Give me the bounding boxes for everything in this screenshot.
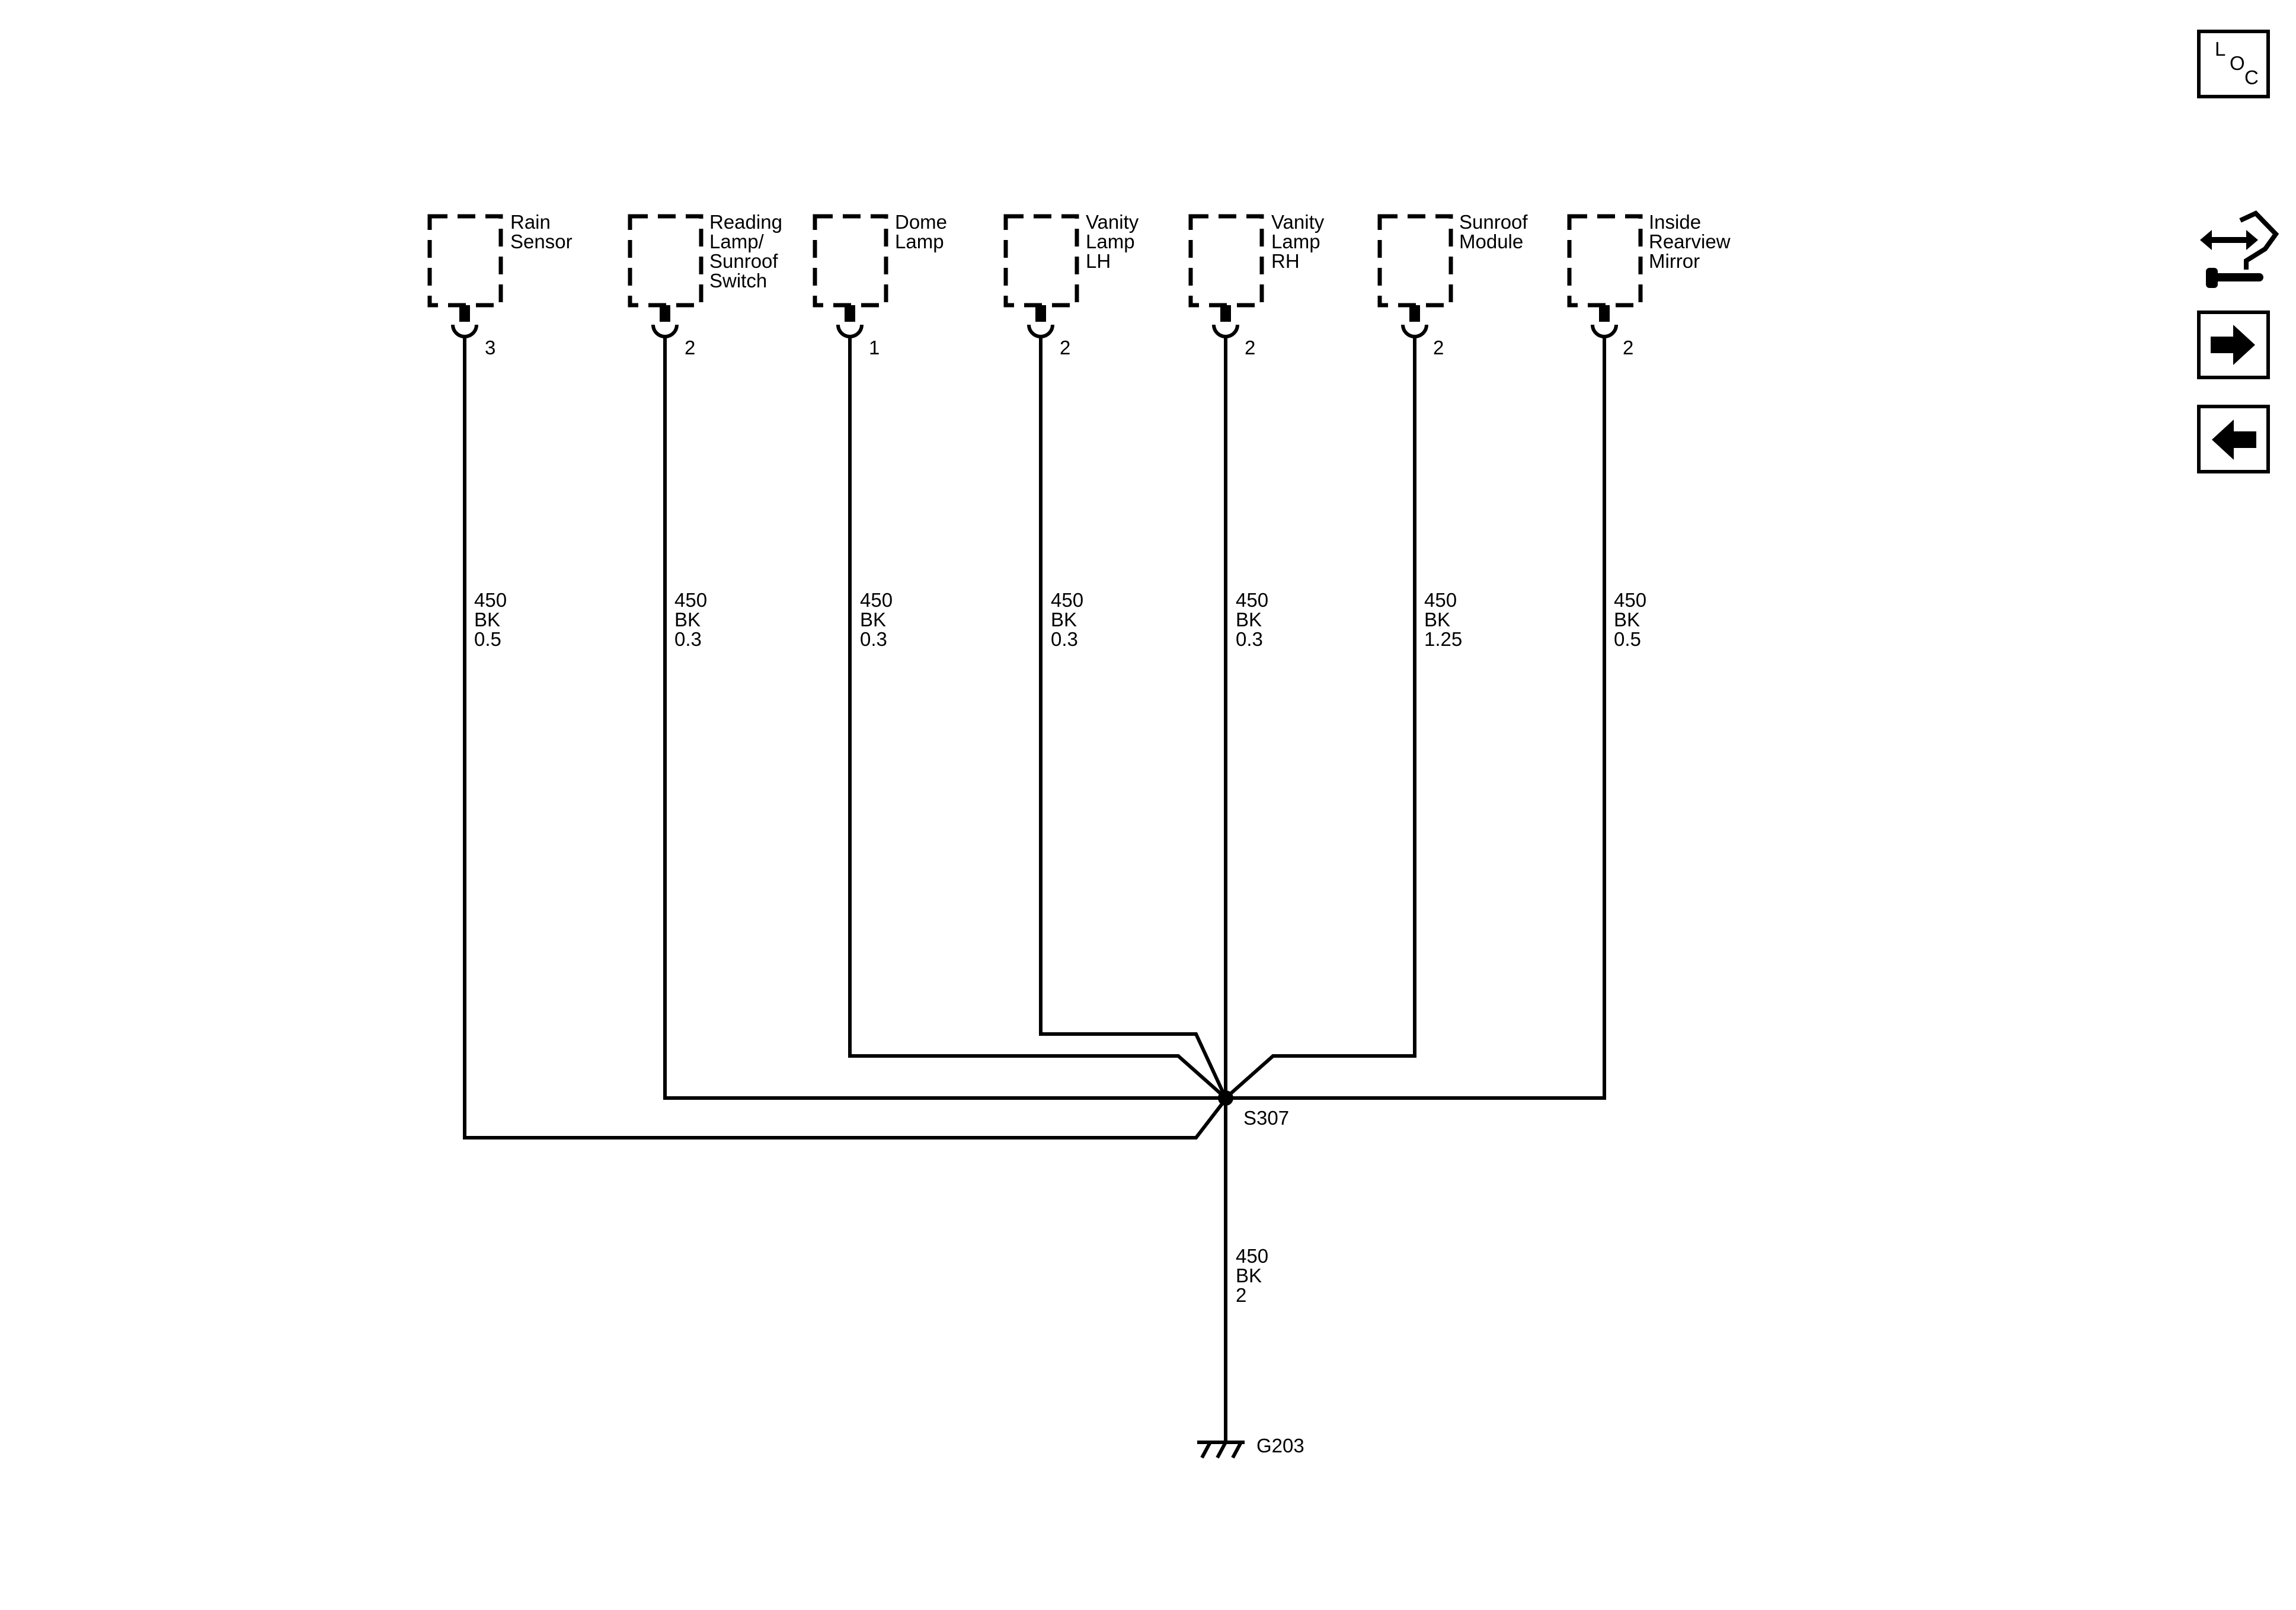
connector-stub — [1599, 305, 1610, 322]
pin-number: 2 — [1245, 337, 1255, 359]
pin-number: 2 — [685, 337, 695, 359]
component-label: Vanity Lamp RH — [1271, 211, 1329, 272]
wire-label: 450 BK 0.5 — [1614, 589, 1652, 650]
svg-text:L: L — [2215, 38, 2225, 60]
splice-label: S307 — [1243, 1107, 1289, 1129]
arrow-right-icon — [2211, 325, 2255, 365]
connector-stub — [845, 305, 855, 322]
connector-cup-icon — [1401, 324, 1428, 338]
connector-stub — [1220, 305, 1231, 322]
ground-icon — [1197, 1441, 1245, 1459]
wire-vanity-lamp-lh — [1039, 337, 1227, 1099]
connector-cup-icon — [836, 324, 864, 338]
pin-number: 3 — [485, 337, 495, 359]
component-label: Reading Lamp/ Sunroof Switch — [709, 211, 788, 292]
ground-label: G203 — [1256, 1435, 1304, 1457]
connector-cup-icon — [1212, 324, 1239, 338]
wire-label: 450 BK 0.3 — [674, 589, 712, 650]
component-label: Inside Rearview Mirror — [1649, 211, 1736, 272]
component-vanity-lamp-rh: Vanity Lamp RH 2 450 BK 0.3 — [1188, 211, 1329, 650]
component-vanity-lamp-lh: Vanity Lamp LH 2 450 BK 0.3 — [1003, 211, 1144, 650]
pin-number: 2 — [1060, 337, 1070, 359]
connector-stub — [459, 305, 470, 322]
wire-rain-sensor — [463, 337, 1227, 1140]
prev-page-button[interactable] — [2197, 405, 2270, 473]
wire-label: 450 BK 0.3 — [1051, 589, 1089, 650]
component-dome-lamp: Dome Lamp 1 450 BK 0.3 — [813, 211, 952, 650]
pin-number: 2 — [1433, 337, 1444, 359]
component-box — [813, 214, 888, 308]
wire-label: 450 BK 0.3 — [860, 589, 898, 650]
component-box — [1188, 214, 1264, 308]
svg-text:O: O — [2230, 52, 2245, 74]
arrow-left-icon — [2212, 420, 2256, 460]
ground-wire-label: 450 BK 2 — [1236, 1245, 1274, 1306]
component-box — [427, 214, 503, 308]
component-box — [1003, 214, 1079, 308]
connector-stub — [1035, 305, 1046, 322]
connector-cup-icon — [1591, 324, 1618, 338]
component-inside-rearview-mirror: Inside Rearview Mirror 2 450 BK 0.5 — [1567, 211, 1736, 650]
component-reading-lamp-sunroof-switch: Reading Lamp/ Sunroof Switch 2 450 BK 0.… — [628, 211, 788, 650]
harness-routing-icon[interactable] — [2200, 210, 2279, 288]
wire-label: 450 BK 0.3 — [1236, 589, 1274, 650]
wire-dome-lamp — [848, 337, 1227, 1100]
wire-inside-rearview-mirror — [1226, 337, 1606, 1100]
wire-reading-lamp — [663, 337, 1226, 1100]
connector-stub — [1409, 305, 1420, 322]
component-box — [1567, 214, 1643, 308]
component-box — [1377, 214, 1453, 308]
component-label: Sunroof Module — [1459, 211, 1533, 252]
wire-label: 450 BK 0.5 — [474, 589, 512, 650]
wire-sunroof-module — [1224, 337, 1416, 1100]
pin-number: 2 — [1623, 337, 1633, 359]
component-label: Vanity Lamp LH — [1086, 211, 1144, 272]
connector-stub — [660, 305, 670, 322]
connector-cup-icon — [651, 324, 679, 338]
wire-label: 450 BK 1.25 — [1424, 589, 1462, 650]
connector-cup-icon — [1027, 324, 1054, 338]
component-label: Dome Lamp — [895, 211, 952, 252]
component-box — [628, 214, 703, 308]
pin-number: 1 — [869, 337, 880, 359]
next-page-button[interactable] — [2197, 311, 2270, 379]
svg-text:C: C — [2244, 66, 2259, 88]
loc-button[interactable]: L O C — [2197, 30, 2270, 98]
component-sunroof-module: Sunroof Module 2 450 BK 1.25 — [1377, 211, 1533, 650]
connector-cup-icon — [451, 324, 478, 338]
component-rain-sensor: Rain Sensor 3 450 BK 0.5 — [427, 211, 573, 650]
component-label: Rain Sensor — [510, 211, 573, 252]
